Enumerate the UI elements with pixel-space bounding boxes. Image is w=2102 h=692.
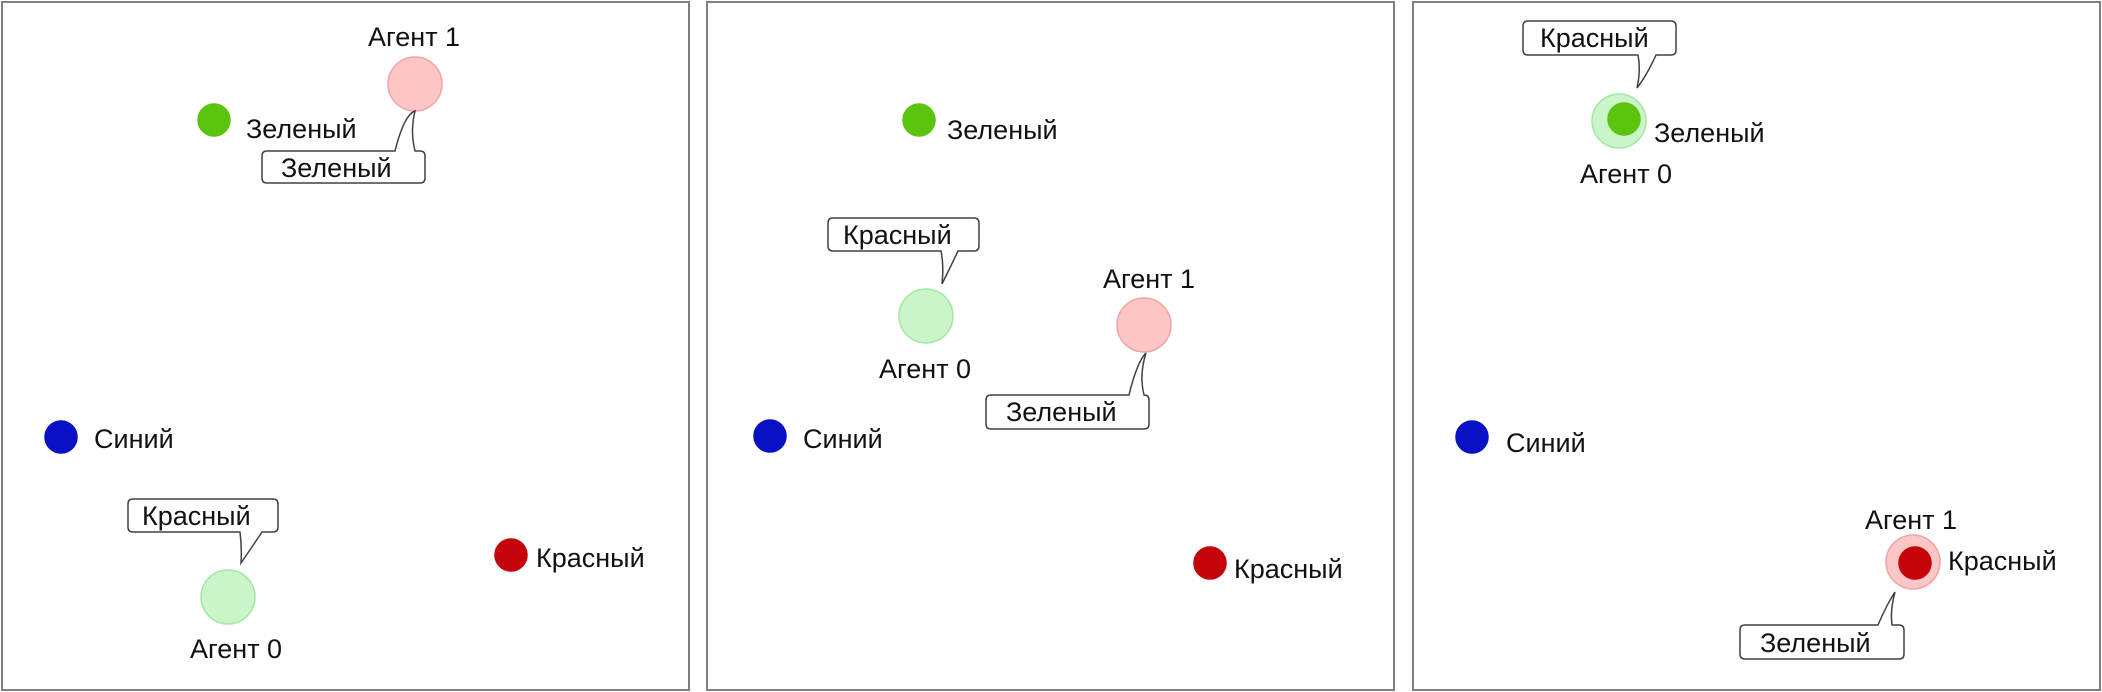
agent-1-speech-text: Зеленый [281,153,392,183]
agent-0-speech-text: Красный [142,501,251,531]
agent-1-speech-text: Зеленый [1760,628,1871,658]
landmark-blue-marker [1455,420,1489,454]
agent-1-marker [387,56,443,112]
landmark-blue-label: Синий [94,424,174,454]
landmark-red-label: Красный [536,543,645,573]
agent-0-label: Агент 0 [190,634,282,664]
landmark-red-marker [494,538,528,572]
agent-1-speech-bubble [1739,591,1905,660]
landmark-red-label: Красный [1234,554,1343,584]
agent-0-marker [898,288,954,344]
agent-0-label: Агент 0 [1580,159,1672,189]
panel-3-frame [1412,1,2101,691]
agent-0-speech-text: Красный [1540,23,1649,53]
panel-1-frame [1,1,690,691]
landmark-green-label: Зеленый [947,115,1058,145]
landmark-blue-marker [753,419,787,453]
agent-0-speech-text: Красный [843,220,952,250]
agent-1-speech-bubble [985,352,1150,430]
panel-3: Зеленый Агент 0 Красный Синий Красный Аг… [1412,1,2101,691]
agent-0-marker [200,569,256,625]
landmark-green-label: Зеленый [1654,118,1765,148]
landmark-green-marker [902,103,936,137]
landmark-blue-label: Синий [803,424,883,454]
landmark-red-marker [1898,546,1932,580]
agent-1-label: Агент 1 [1103,264,1195,294]
agent-0-speech-bubble [1522,20,1677,89]
landmark-red-marker [1193,546,1227,580]
landmark-blue-marker [44,420,78,454]
agent-0-label: Агент 0 [879,354,971,384]
agent-1-label: Агент 1 [368,22,460,52]
panel-1: Зеленый Синий Красный Агент 1 Зеленый Аг… [1,1,690,691]
landmark-green-label: Зеленый [246,114,357,144]
panel-2-frame [706,1,1395,691]
panel-2: Зеленый Синий Красный Агент 0 Красный Аг… [706,1,1395,691]
agent-0-speech-bubble [827,217,980,285]
agent-1-label: Агент 1 [1865,505,1957,535]
landmark-green-marker [1607,102,1641,136]
agent-0-speech-bubble [127,498,279,566]
agent-1-speech-bubble [261,109,426,184]
landmark-green-marker [197,103,231,137]
landmark-blue-label: Синий [1506,428,1586,458]
landmark-red-label: Красный [1948,546,2057,576]
agent-1-marker [1116,297,1172,353]
agent-1-speech-text: Зеленый [1006,397,1117,427]
